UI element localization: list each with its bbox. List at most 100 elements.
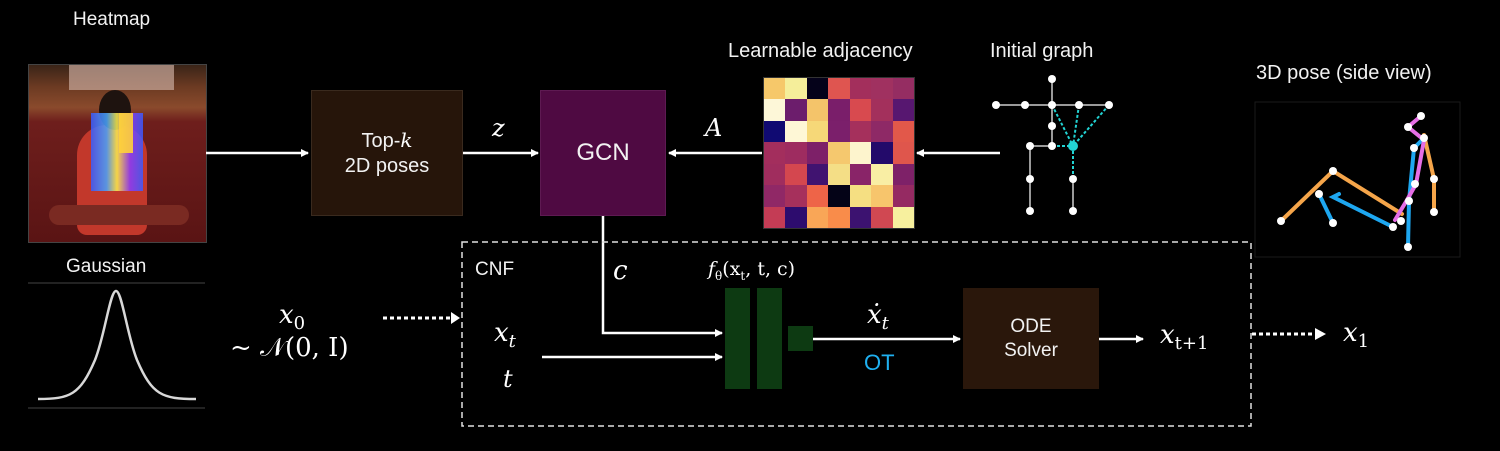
graph-node xyxy=(1048,142,1056,150)
cnf-boundary xyxy=(461,241,1252,427)
adjacency-title: Learnable adjacency xyxy=(728,40,913,62)
xt1-x: x xyxy=(1160,320,1175,350)
adjacency-cell xyxy=(785,163,807,186)
adjacency-cell xyxy=(892,206,914,228)
f-theta-label: fθ(xt, t, c) xyxy=(708,258,795,283)
adjacency-cell xyxy=(892,185,914,207)
xt-label: xt xyxy=(494,318,516,352)
adjacency-cell xyxy=(828,163,850,186)
x0-x: x xyxy=(279,300,294,330)
prior-distribution-label: ~ 𝒩(0, I) xyxy=(230,333,349,363)
graph-node xyxy=(1069,175,1077,183)
pose-joint xyxy=(1404,123,1412,131)
graph-node xyxy=(1048,75,1056,83)
adjacency-cell xyxy=(871,78,893,100)
pose-joint xyxy=(1410,144,1418,152)
xt1-sub: t+1 xyxy=(1174,333,1209,355)
pose-joint xyxy=(1430,208,1438,216)
adjacency-cell xyxy=(764,206,786,228)
x0-sub: 0 xyxy=(293,313,306,335)
topk-line2: 2D poses xyxy=(344,154,430,177)
graph-node xyxy=(1026,175,1034,183)
x1-sub: 1 xyxy=(1357,331,1370,353)
graph-node xyxy=(1048,122,1056,130)
pose-joint xyxy=(1420,134,1428,142)
adjacency-cell xyxy=(764,142,786,164)
graph-node xyxy=(1021,101,1029,109)
x0-label: x0 xyxy=(279,300,305,334)
adjacency-cell xyxy=(828,78,850,100)
cnf-label: CNF xyxy=(475,259,515,280)
adjacency-cell xyxy=(849,99,872,121)
adjacency-cell xyxy=(849,185,872,207)
adjacency-cell xyxy=(871,99,893,121)
pose-joint xyxy=(1430,175,1438,183)
adjacency-cell xyxy=(764,163,786,186)
adjacency-cell xyxy=(785,185,807,207)
graph-node-highlight xyxy=(1068,141,1078,151)
adjacency-cell xyxy=(871,185,893,207)
adjacency-cell xyxy=(828,206,850,228)
ot-label: OT xyxy=(864,350,895,375)
pose-joint xyxy=(1411,180,1419,188)
adjacency-cell xyxy=(871,142,893,164)
adjacency-cell xyxy=(871,206,893,228)
f-args-sub: t xyxy=(740,268,746,283)
graph-node xyxy=(1026,207,1034,215)
adjacency-cell xyxy=(849,142,872,164)
gcn-block: GCN xyxy=(540,90,666,216)
adjacency-cell xyxy=(806,78,829,100)
adjacency-cell xyxy=(892,99,914,121)
graph-node xyxy=(1105,101,1113,109)
graph-node xyxy=(992,101,1000,109)
pose-joint xyxy=(1397,217,1405,225)
pose-joint xyxy=(1417,112,1425,120)
heatmap-title: Heatmap xyxy=(73,9,151,30)
topk-k-var: k xyxy=(400,127,413,152)
adjacency-cell xyxy=(764,185,786,207)
gaussian-curve xyxy=(37,289,197,401)
xdot-x: ẋ xyxy=(867,300,882,330)
gcn-label: GCN xyxy=(576,139,630,166)
ode-line1: ODE xyxy=(1010,315,1052,337)
adjacency-cell xyxy=(785,206,807,228)
f-symbol: f xyxy=(708,258,716,280)
pose3d-title: 3D pose (side view) xyxy=(1256,62,1432,84)
adjacency-cell xyxy=(849,206,872,228)
adjacency-cell xyxy=(871,120,893,143)
c-label: c xyxy=(613,256,628,286)
topk-prefix: Top- xyxy=(361,129,401,152)
xt-x: x xyxy=(494,318,509,348)
adjacency-cell xyxy=(764,78,786,100)
topk-2d-poses-block: Top-k 2D poses xyxy=(311,90,463,216)
f-args-open: (x xyxy=(722,258,741,280)
z-label: z xyxy=(492,114,505,142)
pose-joint xyxy=(1404,243,1412,251)
xdot-label: ẋt xyxy=(867,300,889,334)
adjacency-cell xyxy=(849,78,872,100)
adjacency-cell xyxy=(806,142,829,164)
xt1-label: xt+1 xyxy=(1160,320,1208,354)
adjacency-cell xyxy=(785,142,807,164)
adjacency-cell xyxy=(806,206,829,228)
adjacency-cell xyxy=(785,78,807,100)
pose-joint xyxy=(1277,217,1285,225)
adjacency-cell xyxy=(828,185,850,207)
graph-node xyxy=(1075,101,1083,109)
heatmap-image xyxy=(28,64,207,243)
xt-sub: t xyxy=(508,331,516,353)
gaussian-plot xyxy=(28,282,205,409)
adjacency-cell xyxy=(828,120,850,143)
f-args-close: , t, c) xyxy=(745,258,796,280)
network-output xyxy=(788,326,813,351)
xdot-sub: t xyxy=(881,313,889,335)
ode-solver-block: ODE Solver xyxy=(963,288,1099,389)
adjacency-cell xyxy=(806,163,829,186)
x1-label: x1 xyxy=(1343,318,1369,352)
adjacency-matrix xyxy=(763,77,915,229)
adjacency-cell xyxy=(785,99,807,121)
A-label: A xyxy=(705,114,723,142)
gaussian-title: Gaussian xyxy=(66,256,147,277)
adjacency-cell xyxy=(871,163,893,186)
initial-graph-title: Initial graph xyxy=(990,40,1094,62)
